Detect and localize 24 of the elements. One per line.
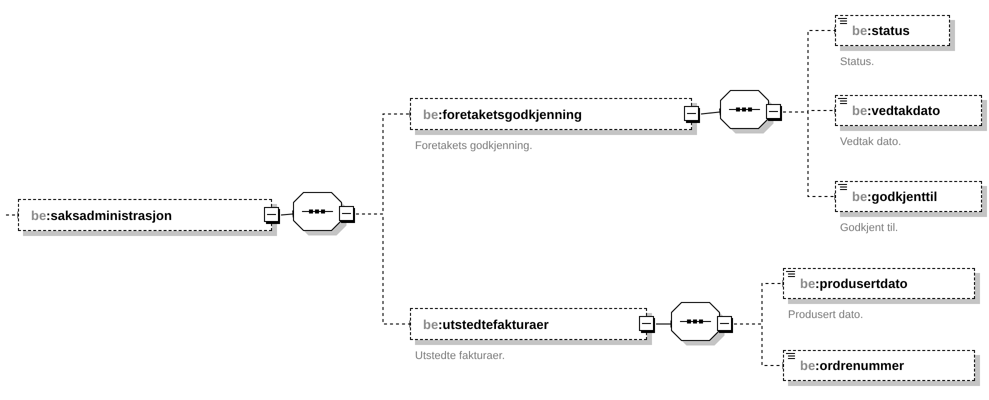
connector-line (656, 320, 672, 328)
description-text: Vedtak dato. (840, 136, 902, 148)
connector-line (6, 210, 19, 220)
description-text: Utstedte fakturaer. (415, 350, 505, 362)
description-text: Godkjent til. (840, 222, 898, 234)
connector-line (356, 214, 411, 328)
element-name: be:ordrenummer (800, 358, 904, 373)
description-text: Produsert dato. (788, 309, 864, 321)
description-text: Status. (840, 56, 874, 68)
sequence-compositor (293, 192, 347, 236)
description-text: Foretakets godkjenning. (415, 140, 532, 152)
element-name: be:status (852, 23, 910, 38)
element-name: be:saksadministrasjon (31, 208, 172, 222)
connector-line (782, 112, 836, 201)
connector-line (280, 210, 294, 218)
element-name: be:godkjenttil (852, 189, 938, 204)
element-name: be:produsertdato (800, 276, 908, 291)
connector-line (700, 108, 721, 116)
connector-line (734, 324, 784, 370)
element-name: be:vedtakdato (852, 103, 940, 118)
sequence-compositor (720, 90, 774, 134)
element-name: be:foretaketsgodkjenning (423, 106, 582, 122)
element-name: be:utstedtefakturaer (423, 316, 549, 332)
sequence-compositor (671, 302, 725, 346)
